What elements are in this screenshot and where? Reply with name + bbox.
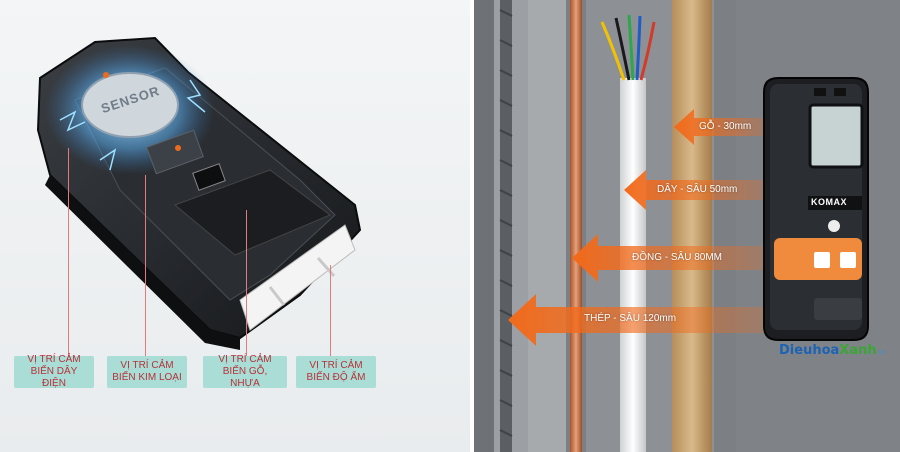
leader-line-moisture <box>330 265 331 356</box>
arrow-copper <box>572 234 764 282</box>
watermark-logo: DieuhoaXanh.vn <box>779 343 886 358</box>
wall-cross-section <box>474 0 900 452</box>
leader-line-wire <box>68 148 69 356</box>
device-screen <box>808 103 864 169</box>
wood-stud <box>672 0 712 452</box>
sensor-disc <box>81 72 179 138</box>
arrow-wood <box>674 109 764 145</box>
arrow-wire <box>624 170 764 210</box>
leader-line-wood <box>246 210 247 356</box>
device-underside-illustration <box>36 36 362 350</box>
wall-scan-panel: KOMAX GỖ - 30mm DÂY - SÂU 50mm ĐỒNG - SÂ… <box>474 0 900 452</box>
steel-rebar <box>500 0 512 452</box>
arrow-label-wire: DÂY - SÂU 50mm <box>657 184 738 195</box>
arrow-label-wood: GỖ - 30mm <box>699 121 752 132</box>
device-brand: KOMAX <box>811 197 847 207</box>
arrow-label-copper: ĐỒNG - SÂU 80MM <box>632 252 723 263</box>
copper-pipe <box>570 0 582 452</box>
arrow-steel <box>508 294 764 346</box>
leader-line-metal <box>145 175 146 356</box>
arrow-label-steel: THÉP - SÂU 120mm <box>584 313 677 324</box>
